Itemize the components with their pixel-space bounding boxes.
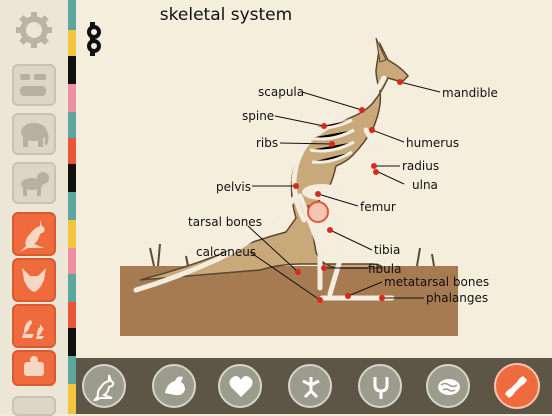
settings-gear-icon[interactable]	[14, 10, 54, 50]
wind-up-key-icon[interactable]	[82, 22, 104, 56]
sidebar-item-elephant[interactable]	[12, 113, 56, 155]
lungs-icon	[302, 377, 320, 399]
elephant-icon	[21, 123, 49, 147]
heart-icon	[229, 376, 253, 397]
tool-heart[interactable]	[218, 364, 262, 408]
tool-body[interactable]	[82, 364, 126, 408]
joey-icon	[307, 201, 329, 223]
tool-brain[interactable]	[426, 364, 470, 408]
label-pelvis[interactable]: pelvis	[216, 180, 252, 194]
page-title: skeletal system	[159, 5, 293, 25]
skeleton	[133, 75, 395, 301]
bone-markers	[293, 79, 403, 303]
label-tibia[interactable]: tibia	[374, 243, 401, 257]
sidebar-item-lion[interactable]	[12, 162, 56, 204]
label-mandible[interactable]: mandible	[442, 86, 498, 100]
kangaroo-baby-icon	[22, 316, 44, 339]
label-tarsal-bones[interactable]: tarsal bones	[188, 215, 262, 229]
brain-icon	[438, 379, 460, 395]
stomach-icon	[373, 377, 389, 399]
sidebar-item-kangaroo[interactable]	[12, 212, 56, 256]
label-phalanges[interactable]: phalanges	[426, 291, 489, 305]
label-metatarsal-bones[interactable]: metatarsal bones	[384, 275, 490, 289]
label-ribs[interactable]: ribs	[256, 136, 279, 150]
sidebar-item-kangaroo-head[interactable]	[12, 258, 56, 302]
lion-icon	[21, 172, 49, 196]
bone-icon	[505, 376, 527, 398]
sidebar-item-kangaroo-baby[interactable]	[12, 304, 56, 348]
label-humerus[interactable]: humerus	[406, 136, 460, 150]
label-spine[interactable]: spine	[242, 109, 275, 123]
leader-lines	[247, 81, 441, 301]
muscle-arm-icon	[165, 376, 185, 396]
kangaroo-icon	[20, 220, 45, 252]
label-calcaneus[interactable]: calcaneus	[196, 245, 257, 259]
tool-muscles[interactable]	[152, 364, 196, 408]
sidebar-item-kangaroo-food[interactable]	[12, 350, 56, 386]
tool-skeleton[interactable]	[494, 363, 540, 409]
label-radius[interactable]: radius	[402, 159, 440, 173]
pelvis-bone	[302, 184, 342, 200]
kangaroo-head-icon	[22, 268, 46, 292]
food-icon	[24, 356, 44, 376]
tool-lungs[interactable]	[288, 364, 332, 408]
label-scapula[interactable]: scapula	[258, 85, 305, 99]
color-stripe	[68, 0, 76, 414]
sidebar-item-animals-group[interactable]	[12, 64, 56, 106]
label-fibula[interactable]: fibula	[368, 262, 402, 276]
tool-digestion[interactable]	[358, 364, 402, 408]
kangaroo-group-icon	[20, 74, 46, 96]
kangaroo-outline-icon	[93, 374, 115, 401]
kangaroo-body	[139, 41, 409, 281]
label-ulna[interactable]: ulna	[412, 178, 438, 192]
label-femur[interactable]: femur	[360, 200, 396, 214]
